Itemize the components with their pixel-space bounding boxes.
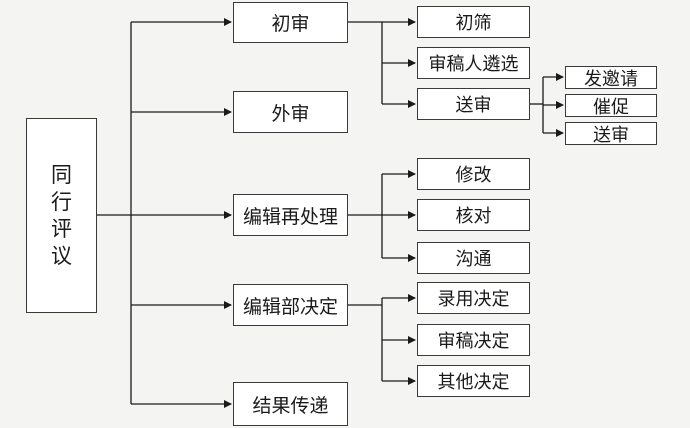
root-node-peer-review: 同 行 评 议 <box>26 118 97 313</box>
root-char-1: 同 <box>51 162 72 187</box>
node-other-decision: 其他决定 <box>417 365 530 397</box>
node-editorial-decision: 编辑部决定 <box>233 284 348 326</box>
node-send-for-review: 送审 <box>417 88 530 120</box>
root-char-2: 行 <box>51 189 72 214</box>
node-editorial-reprocessing: 编辑再处理 <box>233 194 348 236</box>
node-result-delivery: 结果传递 <box>233 382 348 426</box>
root-char-4: 议 <box>51 243 72 268</box>
node-revise: 修改 <box>417 158 530 190</box>
node-verify: 核对 <box>417 199 530 231</box>
node-send-invitation: 发邀请 <box>565 66 657 90</box>
node-reminder: 催促 <box>565 94 657 118</box>
node-external-review: 外审 <box>233 91 348 133</box>
node-initial-review: 初审 <box>233 2 348 43</box>
root-char-3: 评 <box>51 216 72 241</box>
node-reviewer-selection: 审稿人遴选 <box>417 47 530 79</box>
node-send-review: 送审 <box>565 122 657 146</box>
node-initial-screening: 初筛 <box>417 6 530 38</box>
node-acceptance-decision: 录用决定 <box>417 282 530 314</box>
node-review-decision: 审稿决定 <box>417 324 530 356</box>
node-communicate: 沟通 <box>417 242 530 274</box>
